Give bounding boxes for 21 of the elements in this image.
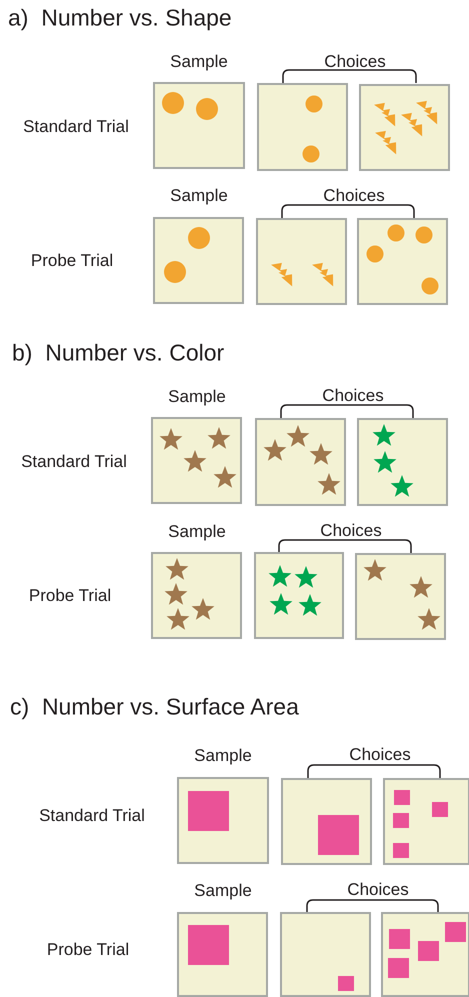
trial-label: Standard Trial	[39, 806, 145, 826]
column-label: Choices	[347, 880, 409, 900]
column-label: Sample	[194, 746, 252, 766]
section-heading: c) Number vs. Surface Area	[10, 694, 299, 720]
column-label: Sample	[170, 52, 228, 72]
trial-label: Probe Trial	[28, 586, 112, 606]
trial-label: Standard Trial	[23, 117, 129, 137]
column-label: Sample	[168, 387, 226, 407]
column-label: Sample	[194, 881, 252, 901]
column-label: Choices	[349, 745, 411, 765]
section-heading: a) Number vs. Shape	[8, 4, 232, 32]
column-label: Choices	[322, 386, 384, 406]
trial-label: Probe Trial	[30, 251, 114, 271]
trial-label: Standard Trial	[21, 452, 127, 472]
column-label: Sample	[170, 186, 228, 206]
column-label: Sample	[168, 522, 226, 542]
column-label: Choices	[323, 186, 385, 206]
column-label: Choices	[324, 52, 386, 72]
trial-label: Probe Trial	[46, 940, 130, 960]
column-label: Choices	[320, 521, 382, 541]
section-heading: b) Number vs. Color	[12, 340, 224, 366]
